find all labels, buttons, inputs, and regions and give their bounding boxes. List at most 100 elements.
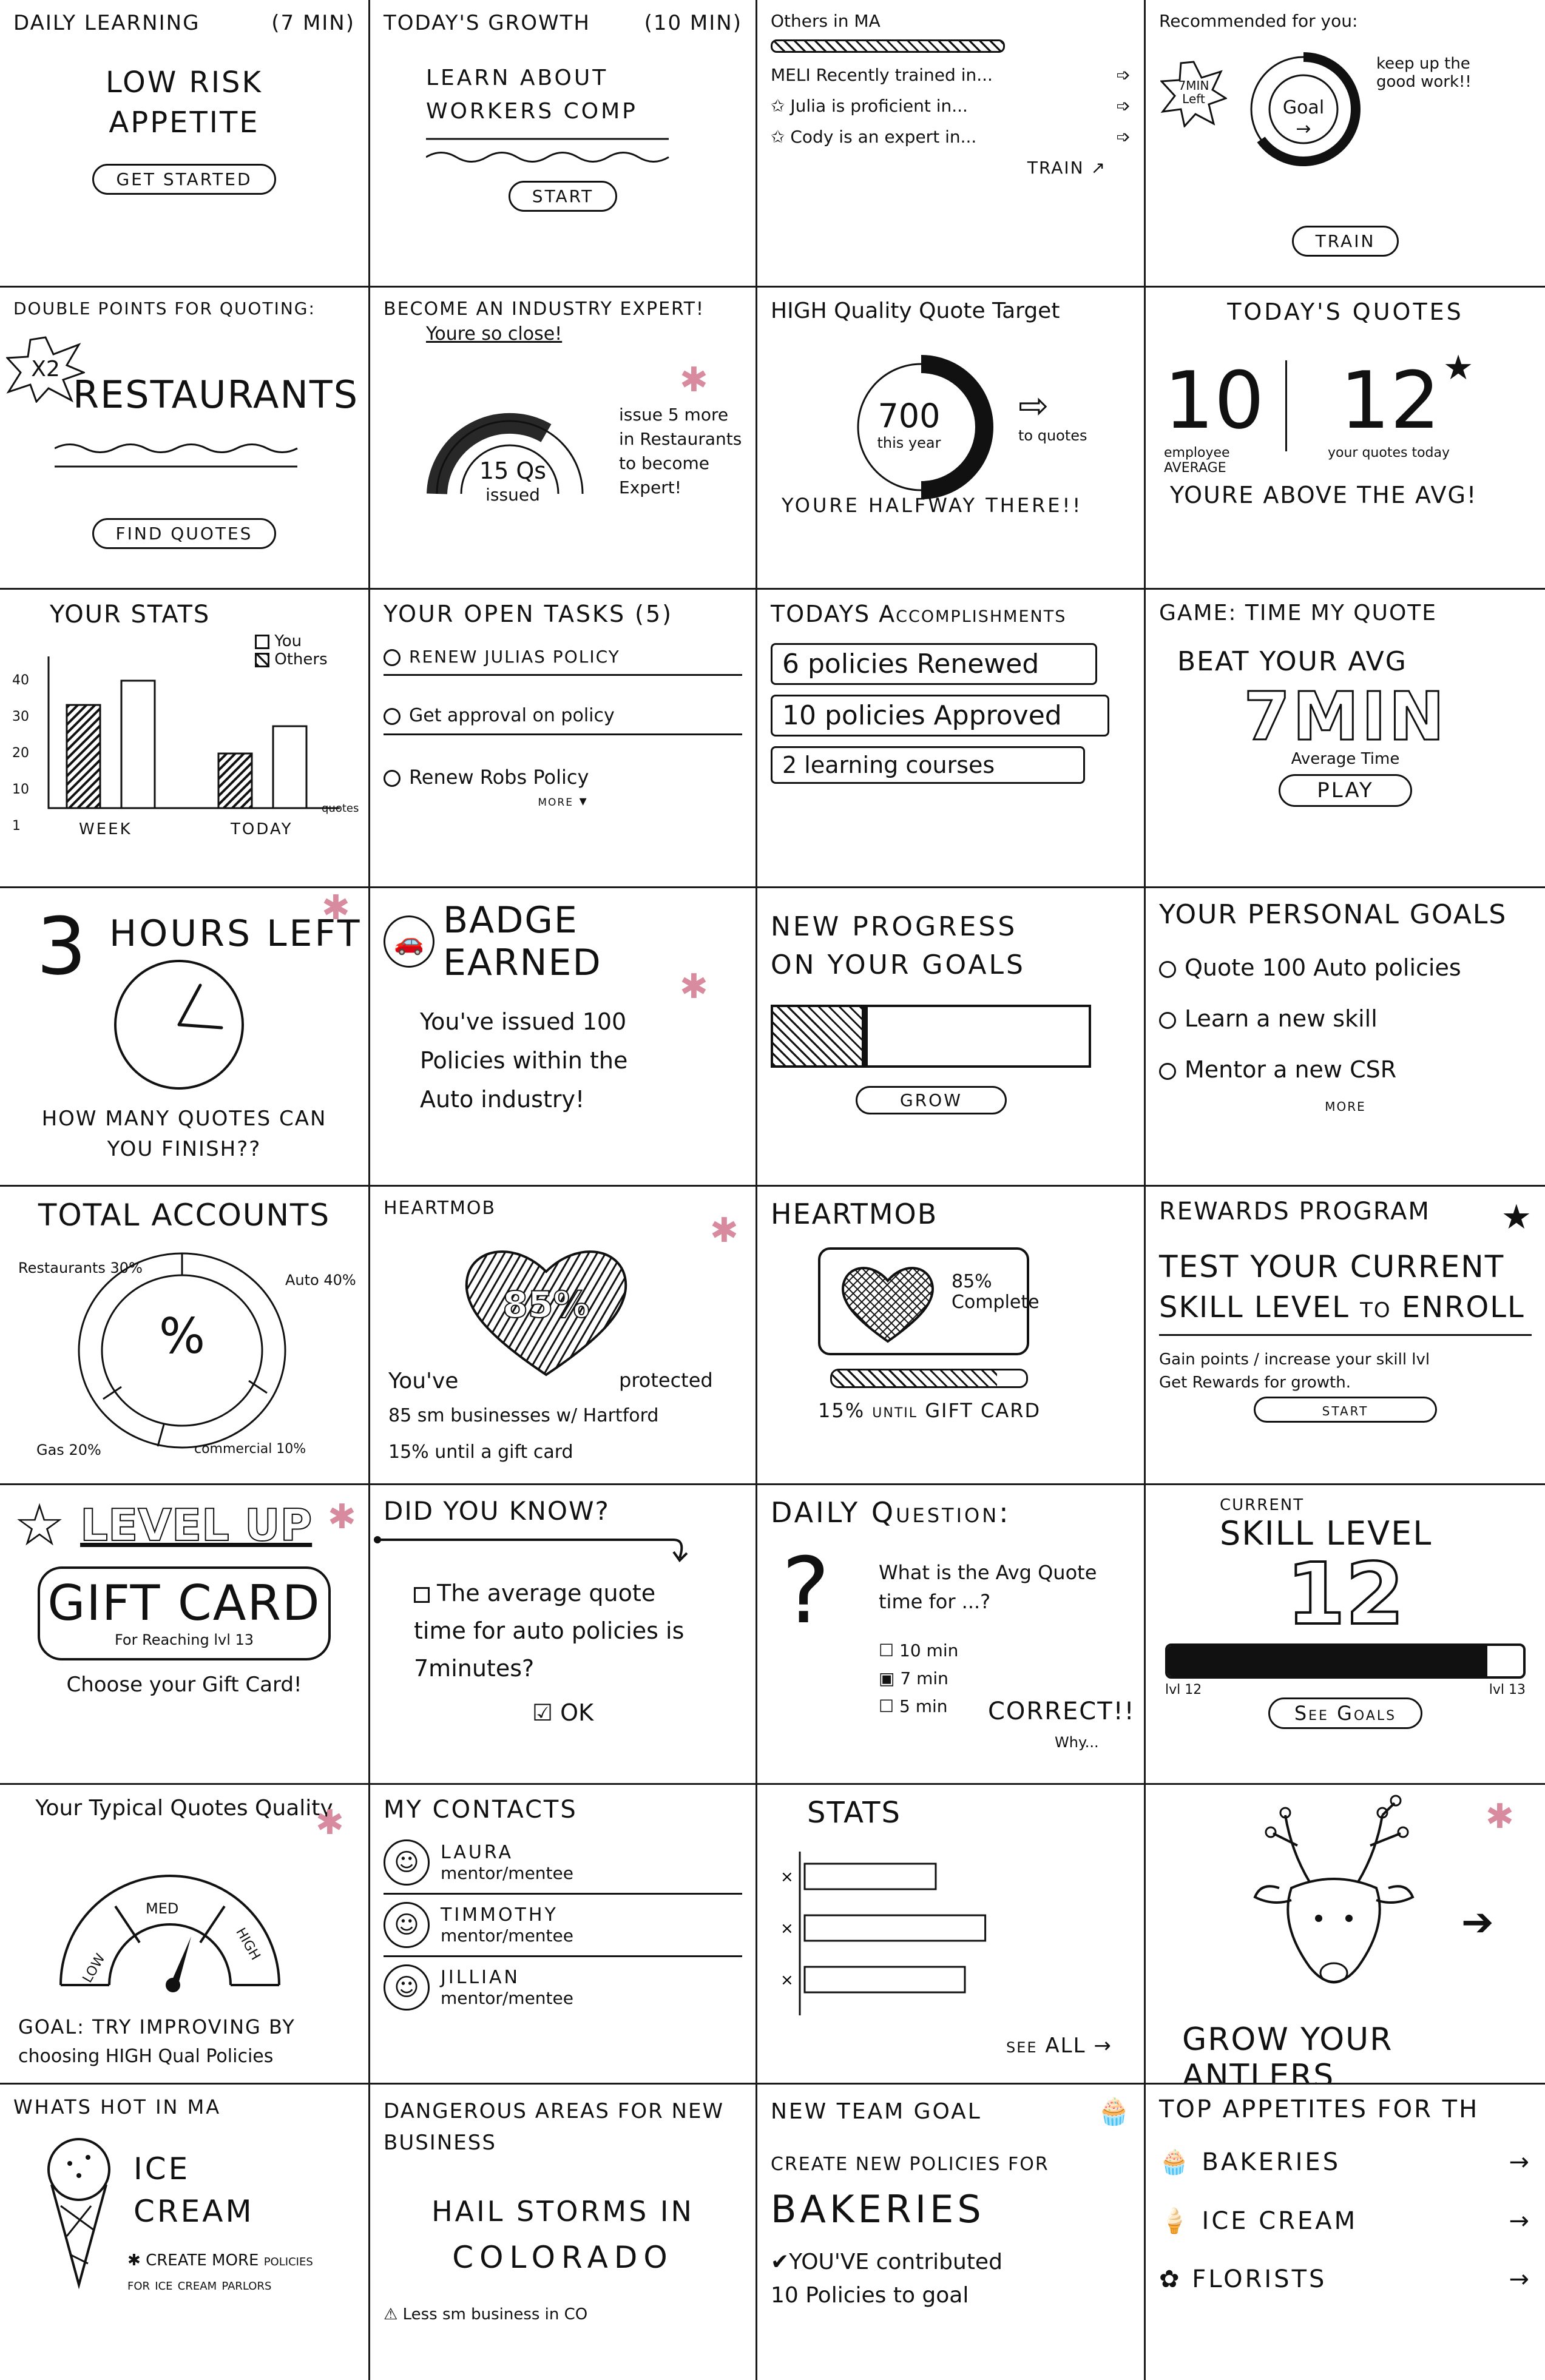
start-button[interactable]: START bbox=[508, 181, 618, 212]
option-10min[interactable]: ☐ 10 min bbox=[879, 1640, 959, 1660]
multiplier-badge: X2 bbox=[5, 336, 87, 403]
answer-options[interactable]: ☐ 10 min ▣ 7 min ☐ 5 min bbox=[879, 1637, 958, 1721]
task-item[interactable]: Get approval on policy bbox=[384, 698, 742, 735]
task-checkbox[interactable] bbox=[384, 770, 401, 787]
appetite-item[interactable]: ✿ FLORISTS→ bbox=[1159, 2265, 1532, 2293]
level-up-card[interactable]: ☆ LEVEL UP ✱ GIFT CARD For Reaching lvl … bbox=[0, 1485, 370, 1785]
did-you-know-card[interactable]: DID YOU KNOW? The average quote time for… bbox=[370, 1485, 757, 1785]
car-badge-icon: 🚗 bbox=[384, 915, 435, 968]
start-button[interactable]: start bbox=[1253, 1397, 1438, 1423]
accomplishment-item: 2 learning courses bbox=[771, 746, 1085, 784]
arrow-right-icon: ➩ bbox=[1116, 96, 1131, 116]
find-quotes-button[interactable]: FIND QUOTES bbox=[92, 518, 277, 549]
text-line-1: You've issued 100 bbox=[420, 1008, 627, 1035]
level-value: 12 bbox=[1285, 1545, 1406, 1644]
train-link[interactable]: TRAIN ↗ bbox=[1027, 158, 1106, 178]
accomplishments-card: TODAYS Accomplishments 6 policies Renewe… bbox=[757, 590, 1146, 888]
appetite-item[interactable]: 🧁 BAKERIES→ bbox=[1159, 2148, 1532, 2177]
goal-item[interactable]: Quote 100 Auto policies bbox=[1159, 954, 1532, 981]
text-line-1: Gain points / increase your skill lvl bbox=[1159, 1350, 1430, 1369]
todays-growth-card[interactable]: TODAY'S GROWTH (10 MIN) LEARN ABOUT WORK… bbox=[370, 0, 757, 288]
level-progress-bar bbox=[1165, 1643, 1526, 1679]
daily-learning-card[interactable]: DAILY LEARNING (7 MIN) LOW RISK APPETITE… bbox=[0, 0, 370, 288]
sparkle-icon: ✱ bbox=[710, 1211, 739, 1250]
target-value: 700 bbox=[877, 397, 941, 435]
sub-label: Average Time bbox=[1291, 750, 1400, 768]
encouragement-note: keep up the good work!! bbox=[1376, 55, 1472, 91]
segment-label: Gas 20% bbox=[36, 1441, 101, 1458]
see-all-link[interactable]: see ALL → bbox=[1006, 2034, 1112, 2058]
card-title: Recommended for you: bbox=[1159, 11, 1358, 31]
appetite-item[interactable]: 🍦 ICE CREAM→ bbox=[1159, 2206, 1532, 2236]
goal-progress-card[interactable]: NEW PROGRESS ON YOUR GOALS GROW bbox=[757, 888, 1146, 1187]
task-item[interactable]: Renew Robs Policy bbox=[384, 766, 742, 789]
goal-item[interactable]: Mentor a new CSR bbox=[1159, 1056, 1532, 1083]
duration-label: (10 MIN) bbox=[644, 11, 742, 35]
goal-item[interactable]: Learn a new skill bbox=[1159, 1005, 1532, 1032]
task-checkbox[interactable] bbox=[384, 649, 401, 666]
more-link[interactable]: more bbox=[1325, 1095, 1366, 1115]
open-tasks-card[interactable]: YOUR OPEN TASKS (5) RENEW JULIAS POLICY … bbox=[370, 590, 757, 888]
subtitle: CREATE NEW POLICIES FOR bbox=[771, 2154, 1049, 2175]
personal-goals-card[interactable]: YOUR PERSONAL GOALS Quote 100 Auto polic… bbox=[1146, 888, 1545, 1187]
more-link[interactable]: more ▾ bbox=[538, 792, 588, 809]
gift-card-sub: For Reaching lvl 13 bbox=[114, 1631, 254, 1648]
stat-bar bbox=[803, 1966, 966, 1994]
bar-marker: × bbox=[780, 1920, 794, 1938]
grow-antlers-card[interactable]: ✱ ➔ GROW YOUR ANTLERS bbox=[1146, 1785, 1545, 2085]
goal-progress-bar bbox=[771, 1005, 1091, 1068]
option-5min[interactable]: ☐ 5 min bbox=[879, 1696, 948, 1716]
level-progress-fill bbox=[1168, 1646, 1488, 1676]
play-button[interactable]: PLAY bbox=[1279, 774, 1412, 807]
question-text: What is the Avg Quote time for ...? bbox=[879, 1561, 1097, 1613]
recommended-card[interactable]: Recommended for you: 7MIN Left Goal→ kee… bbox=[1146, 0, 1545, 288]
card-title: BECOME AN INDUSTRY EXPERT! bbox=[384, 298, 705, 320]
top-appetites-card[interactable]: TOP APPETITES FOR TH 🧁 BAKERIES→ 🍦 ICE C… bbox=[1146, 2085, 1545, 2380]
see-goals-button[interactable]: See Goals bbox=[1268, 1697, 1423, 1729]
ok-button[interactable]: ☑ OK bbox=[532, 1699, 593, 1726]
gift-card[interactable]: GIFT CARD For Reaching lvl 13 bbox=[38, 1566, 331, 1660]
card-title: LEVEL UP bbox=[79, 1499, 313, 1551]
task-item[interactable]: RENEW JULIAS POLICY bbox=[384, 639, 742, 676]
sparkle-icon: ✱ bbox=[680, 967, 708, 1006]
card-title: GAME: TIME MY QUOTE bbox=[1159, 601, 1438, 625]
industry-expert-card: BECOME AN INDUSTRY EXPERT! Youre so clos… bbox=[370, 288, 757, 590]
stats-bar-chart: ××× bbox=[780, 1852, 987, 2015]
get-started-button[interactable]: GET STARTED bbox=[92, 164, 276, 195]
card-title: TODAY'S GROWTH bbox=[384, 11, 590, 35]
task-checkbox[interactable] bbox=[384, 707, 401, 725]
quality-quote-target-card: HIGH Quality Quote Target 700 this year … bbox=[757, 288, 1146, 590]
others-in-ma-card[interactable]: Others in MA MELI Recently trained in...… bbox=[757, 0, 1146, 288]
game-card[interactable]: GAME: TIME MY QUOTE BEAT YOUR AVG 7MIN A… bbox=[1146, 590, 1545, 888]
list-item[interactable]: MELI Recently trained in...➩ bbox=[771, 65, 1131, 85]
grow-button[interactable]: GROW bbox=[856, 1086, 1007, 1114]
arrow-right-icon[interactable]: ➔ bbox=[1461, 1900, 1494, 1945]
star-icon: ☆ bbox=[13, 1491, 66, 1559]
target-ring bbox=[857, 355, 993, 499]
option-7min[interactable]: ▣ 7 min bbox=[879, 1668, 948, 1688]
footer-text: GROW YOUR ANTLERS bbox=[1182, 2021, 1393, 2085]
heading-line-2: APPETITE bbox=[109, 106, 260, 140]
heading: RESTAURANTS bbox=[73, 373, 359, 417]
stats-card[interactable]: STATS ××× see ALL → bbox=[757, 1785, 1146, 2085]
arrow-right-icon: → bbox=[1509, 2206, 1532, 2235]
todays-quotes-card: TODAY'S QUOTES 10 employee AVERAGE 12 yo… bbox=[1146, 288, 1545, 590]
rewards-program-card[interactable]: REWARDS PROGRAM ★ TEST YOUR CURRENT SKIL… bbox=[1146, 1187, 1545, 1485]
skill-level-card[interactable]: CURRENT SKILL LEVEL 12 lvl 12 lvl 13 See… bbox=[1146, 1485, 1545, 1785]
why-link[interactable]: Why... bbox=[1055, 1734, 1099, 1751]
double-points-card[interactable]: DOUBLE POINTS FOR QUOTING: X2 RESTAURANT… bbox=[0, 288, 370, 590]
list-item[interactable]: ✩ Cody is an expert in...➩ bbox=[771, 127, 1131, 147]
big-value: 7MIN bbox=[1243, 678, 1447, 755]
heading: BEAT YOUR AVG bbox=[1177, 646, 1407, 677]
stats-chart bbox=[47, 656, 340, 809]
star-icon: ✩ bbox=[771, 96, 791, 116]
arrow-label: to quotes bbox=[1018, 427, 1087, 444]
train-button[interactable]: TRAIN bbox=[1291, 226, 1399, 257]
list-item[interactable]: ✩ Julia is proficient in...➩ bbox=[771, 96, 1131, 116]
daily-question-card[interactable]: DAILY Question: ? What is the Avg Quote … bbox=[757, 1485, 1146, 1785]
card-title: DID YOU KNOW? bbox=[384, 1496, 610, 1526]
